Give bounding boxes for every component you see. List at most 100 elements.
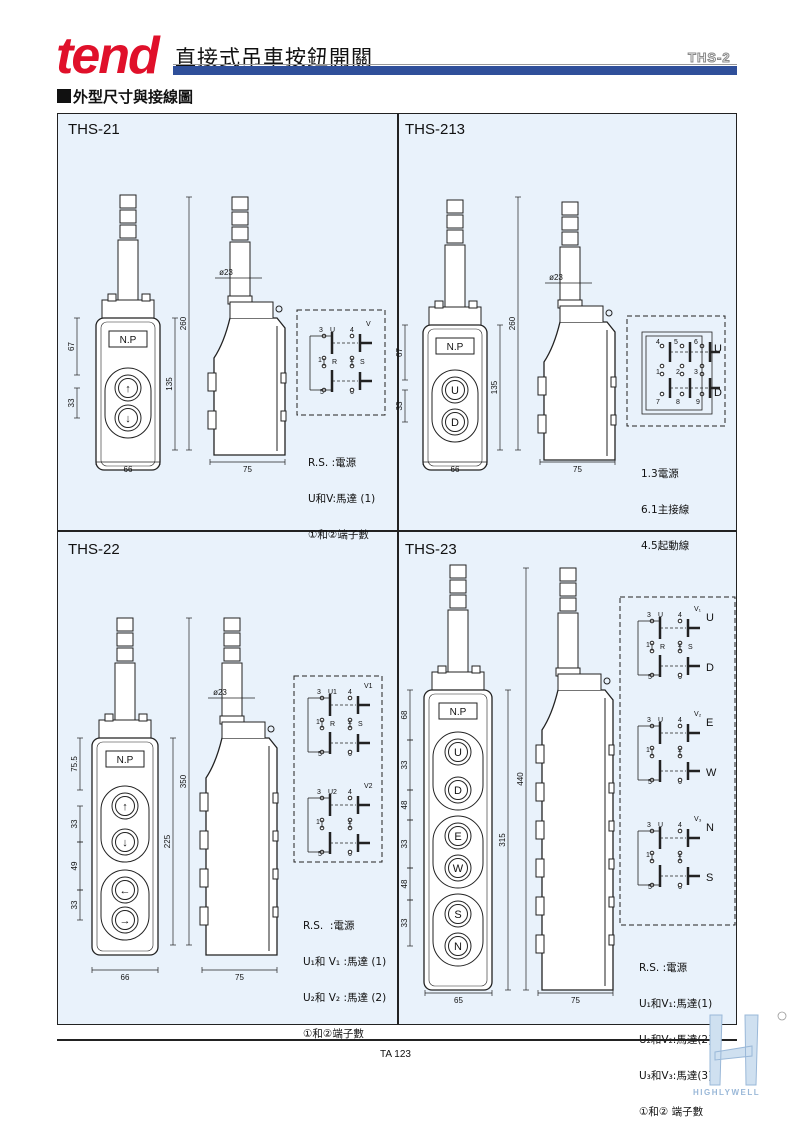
- terminal-label: U: [658, 612, 663, 619]
- brand-logo: tend: [56, 27, 160, 85]
- terminal: [677, 723, 683, 729]
- pendant-body-inner: [427, 328, 483, 467]
- button-label: U: [451, 385, 459, 397]
- screw-side: [610, 376, 617, 388]
- legend-line: ①和②端子數: [308, 529, 369, 541]
- dimension-label: 75: [571, 996, 580, 1005]
- terminal: [347, 849, 353, 855]
- terminal-label: 3: [647, 612, 651, 619]
- dimension-label: 225: [163, 834, 172, 848]
- button-label: ↑: [122, 801, 128, 813]
- dimension-label: 75: [573, 465, 582, 474]
- legend-line: R.S. :電源: [303, 920, 355, 932]
- terminal: [679, 391, 685, 397]
- button-side: [199, 906, 209, 926]
- button-label: →: [120, 915, 131, 927]
- technical-drawings: N.P↑↓67332601356675ø233U4V1R2S56N.PUD673…: [67, 194, 736, 1005]
- legend-line: U₁和 V₁ :馬達 (1): [303, 956, 387, 968]
- screw-side: [608, 896, 615, 908]
- legend-ths-21: R.S. :電源 U和V:馬達 (1) ①和②端子數: [308, 433, 375, 553]
- terminal: [677, 672, 683, 678]
- nameplate: [438, 702, 478, 720]
- dimension-label: 66: [121, 973, 130, 982]
- screw-icon: [603, 677, 611, 685]
- terminal-label: V₂: [694, 711, 702, 718]
- button-side: [199, 868, 209, 888]
- cable-strain-relief: [449, 564, 467, 579]
- terminal-label: D: [714, 387, 722, 399]
- button-inner: [448, 858, 468, 878]
- legend-line: 1.3電源: [641, 468, 679, 480]
- terminal-label: 3: [647, 822, 651, 829]
- wiring-diagram-frame: [296, 309, 386, 416]
- screw-side: [608, 744, 615, 756]
- cable-clamp: [101, 299, 155, 319]
- legend-line: 6.1主接線: [641, 504, 690, 516]
- terminal: [677, 618, 683, 624]
- button-inner: [445, 380, 465, 400]
- terminal-label: 6: [348, 751, 352, 758]
- terminal-label: 4: [348, 789, 352, 796]
- footer-rule: [57, 1039, 737, 1041]
- dimension-label: 135: [165, 377, 174, 391]
- terminal-label: 6: [694, 339, 698, 346]
- screw-side: [608, 934, 615, 946]
- button-inner: [115, 832, 135, 852]
- cable-strain-relief: [223, 647, 241, 662]
- pendant-body-inner: [428, 693, 488, 987]
- dimension-label: 33: [400, 760, 409, 769]
- legend-line: 4.5起動線: [641, 540, 690, 552]
- dimension-label: 33: [67, 398, 76, 407]
- terminal-label: S: [688, 644, 693, 651]
- dimension-label: 66: [124, 465, 133, 474]
- pendant-side: [213, 317, 286, 456]
- terminal-label: 7: [656, 399, 660, 406]
- terminal-label: R: [660, 644, 665, 651]
- button-inner: [448, 742, 468, 762]
- terminal-label: U2: [328, 789, 337, 796]
- screw-side: [272, 830, 279, 842]
- terminal: [659, 391, 665, 397]
- button-inner: [448, 780, 468, 800]
- button-label: U: [454, 747, 462, 759]
- terminal: [347, 749, 353, 755]
- terminal: [679, 343, 685, 349]
- terminal-label: U: [706, 612, 714, 624]
- terminal-label: 3: [319, 327, 323, 334]
- dimension-label: 67: [395, 348, 404, 357]
- button-side: [535, 896, 545, 916]
- button-inner: [448, 936, 468, 956]
- button-side: [199, 792, 209, 812]
- cable-strain-relief: [231, 226, 249, 241]
- dimension-label: 65: [454, 996, 463, 1005]
- cable-strain-relief: [559, 582, 577, 597]
- button-inner: [448, 904, 468, 924]
- cable-strain-relief: [119, 209, 137, 224]
- button-label: W: [453, 863, 464, 875]
- side-clamp: [557, 673, 602, 690]
- button-side: [537, 376, 547, 396]
- button-side: [537, 414, 547, 434]
- terminal-label: 1: [316, 819, 320, 826]
- nameplate-label: N.P: [447, 342, 464, 353]
- terminal-label: 6: [678, 884, 682, 891]
- terminal: [679, 371, 685, 377]
- terminal-label: R: [330, 721, 335, 728]
- cable-strain-relief: [223, 632, 241, 647]
- terminal-label: U: [714, 343, 722, 355]
- terminal-label: 6: [350, 389, 354, 396]
- terminal-label: U1: [328, 689, 337, 696]
- cable-strain-relief: [559, 567, 577, 582]
- terminal: [347, 695, 353, 701]
- button-label: D: [454, 785, 462, 797]
- terminal-label: 8: [676, 399, 680, 406]
- cable-strain-relief: [119, 194, 137, 209]
- cable-strain-relief: [561, 216, 579, 231]
- dimension-label: 68: [400, 710, 409, 719]
- nameplate: [108, 330, 148, 348]
- legend-line: U和V:馬達 (1): [308, 493, 376, 505]
- cable-clamp: [98, 719, 152, 739]
- screw-icon: [141, 293, 151, 302]
- terminal-label: U: [658, 717, 663, 724]
- terminal-label: 1: [318, 357, 322, 364]
